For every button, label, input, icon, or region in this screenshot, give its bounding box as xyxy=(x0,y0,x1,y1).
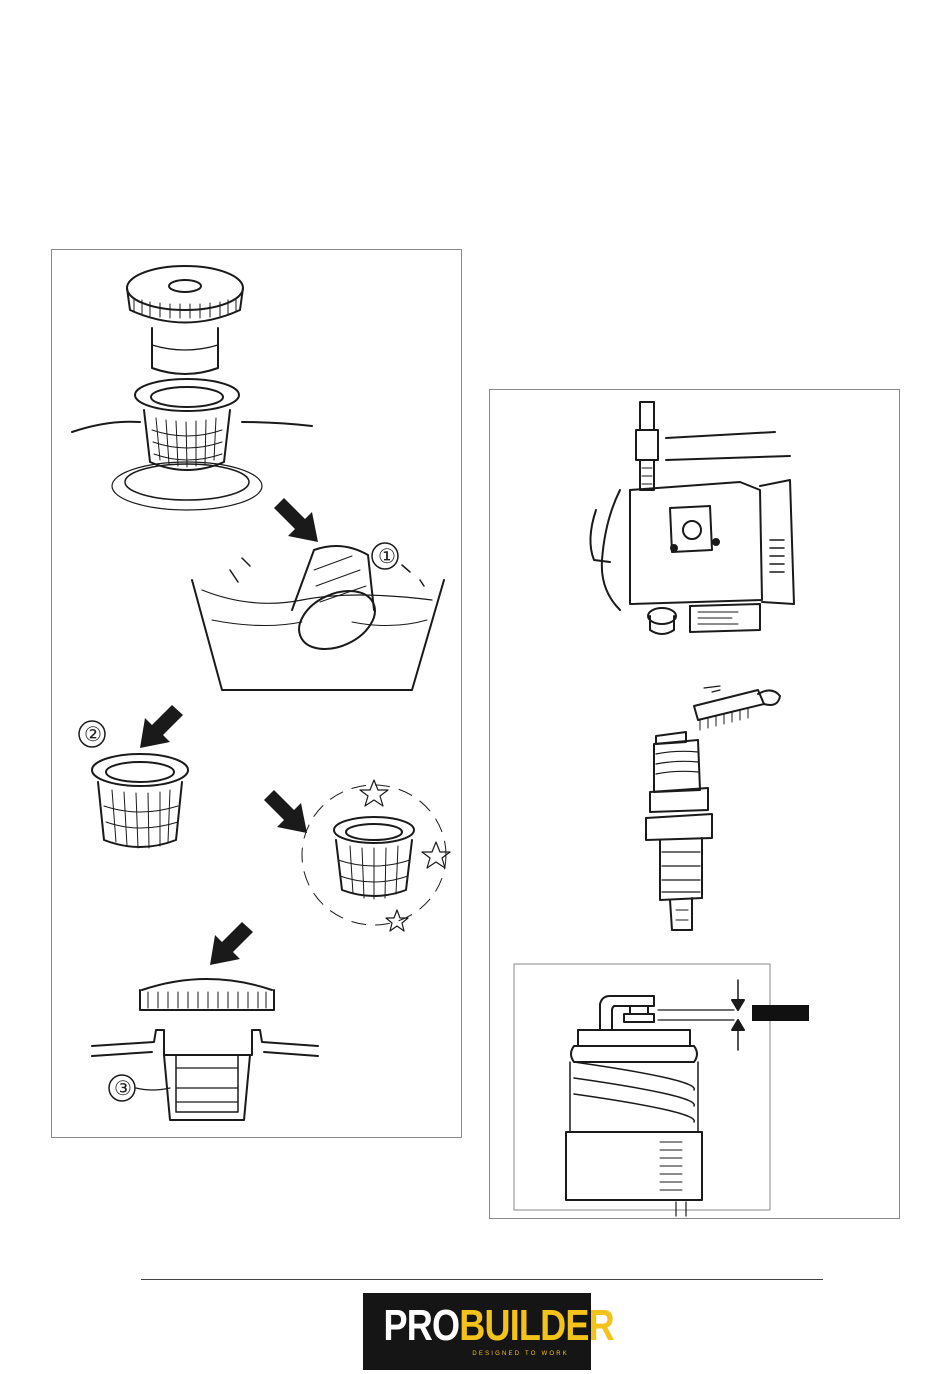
step-3-label: ③ xyxy=(114,1076,132,1100)
footer-divider xyxy=(141,1279,823,1280)
arrow-down-right-icon xyxy=(264,790,307,833)
logo-tagline: DESIGNED TO WORK xyxy=(363,1351,591,1357)
logo-wordmark: PROBUILDER xyxy=(384,1303,571,1349)
fuel-filter-illustration-panel: ① ② xyxy=(51,249,462,1138)
logo-brand-part2: BUILDER xyxy=(459,1301,614,1350)
dry-strainer-drawing xyxy=(92,754,188,848)
fuel-cap-drawing xyxy=(127,266,243,374)
arrow-down-left-icon xyxy=(210,922,253,965)
spark-plug-cleaning-drawing xyxy=(646,686,780,930)
fuel-filter-illustration: ① ② xyxy=(52,250,461,1137)
reinstalled-cap-drawing: ③ xyxy=(92,979,318,1120)
blow-dry-strainer-drawing xyxy=(302,780,450,931)
probuilder-logo: PROBUILDER DESIGNED TO WORK xyxy=(363,1293,591,1370)
spark-plug-illustration xyxy=(490,390,899,1218)
strainer-in-tank-drawing xyxy=(72,379,312,510)
engine-spark-plug-removal-drawing xyxy=(590,402,794,634)
arrow-down-right-icon xyxy=(274,498,318,542)
logo-brand-part1: PRO xyxy=(384,1301,460,1350)
arrow-down-left-icon xyxy=(140,705,183,748)
spark-plug-illustration-panel xyxy=(489,389,900,1219)
gap-measurement-label xyxy=(752,1005,809,1021)
basin-washing-drawing: ① xyxy=(192,543,444,690)
spark-plug-gap-detail-drawing xyxy=(514,964,770,1216)
step-2-label: ② xyxy=(84,722,102,746)
step-1-label: ① xyxy=(378,544,396,568)
